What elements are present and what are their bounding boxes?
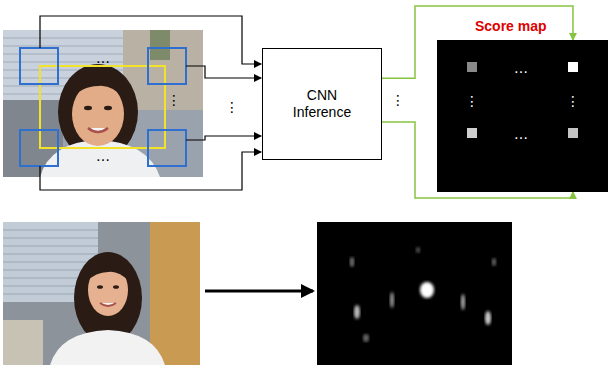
- ellipsis-mark: ⋮: [465, 94, 479, 108]
- input-photo: [3, 222, 200, 365]
- ellipsis-mark: ⋮: [566, 94, 580, 108]
- map-title: Score map: [475, 18, 547, 34]
- ellipsis-mark: …: [96, 51, 110, 65]
- ellipsis-mark: …: [514, 61, 528, 75]
- sliding-windows: [20, 48, 186, 166]
- face-photo: [3, 30, 203, 177]
- ellipsis-mark: ⋮: [391, 93, 405, 107]
- ellipsis-mark: …: [514, 127, 528, 141]
- window-arrows: [40, 16, 261, 190]
- ellipsis-mark: …: [96, 149, 110, 163]
- response-map: [317, 222, 512, 365]
- ellipsis-mark: ⋮: [225, 100, 239, 114]
- box-label: CNN Inference: [287, 87, 357, 122]
- result-arrow: [205, 290, 313, 293]
- ellipsis-mark: ⋮: [167, 93, 181, 107]
- process-box: CNN Inference: [262, 48, 382, 160]
